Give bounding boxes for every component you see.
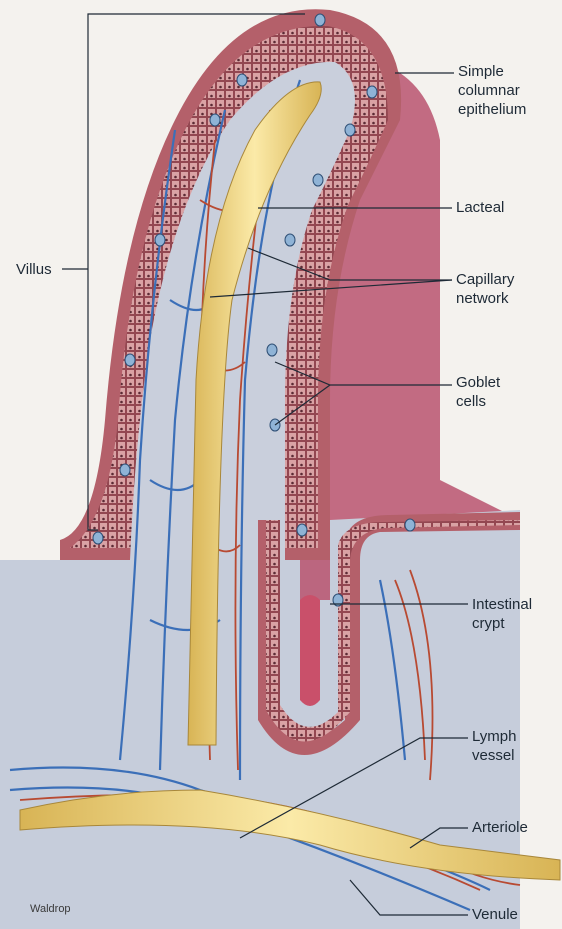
intestinal-crypt-label: Intestinal crypt <box>472 595 532 633</box>
capillary-network-label: Capillary network <box>456 270 514 308</box>
villus-label: Villus <box>16 260 52 279</box>
lacteal-label: Lacteal <box>456 198 504 217</box>
venule-label: Venule <box>472 905 518 924</box>
artist-credit: Waldrop <box>30 903 71 915</box>
goblet-cells-label: Goblet cells <box>456 373 500 411</box>
lymph-vessel-label: Lymph vessel <box>472 727 516 765</box>
simple-columnar-epithelium-label: Simple columnar epithelium <box>458 62 526 119</box>
arteriole-label: Arteriole <box>472 818 528 837</box>
crypt-lumen <box>300 595 320 706</box>
